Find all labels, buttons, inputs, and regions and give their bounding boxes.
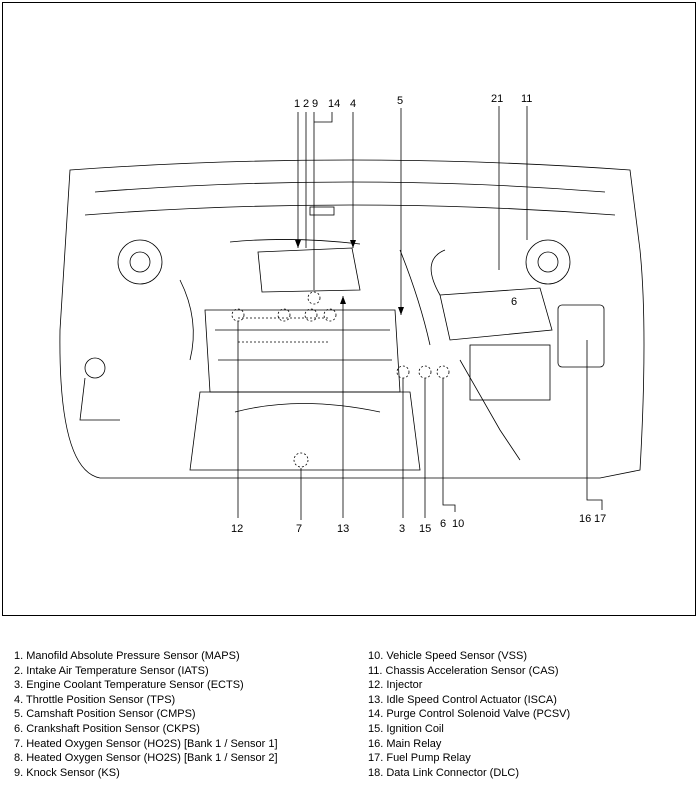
legend-item: 12. Injector: [368, 679, 423, 692]
legend-item: 15. Ignition Coil: [368, 722, 444, 735]
relay-box: [557, 304, 605, 368]
diagram-frame: [2, 2, 696, 616]
right-strut-tower: [525, 239, 571, 285]
callout-6: 6: [440, 518, 446, 530]
legend-item: 3. Engine Coolant Temperature Sensor (EC…: [14, 679, 244, 692]
reservoir: [84, 357, 106, 379]
callout-12: 12: [231, 523, 243, 535]
legend-item: 17. Fuel Pump Relay: [368, 752, 471, 765]
ckps-marker: [436, 365, 450, 379]
hood-curve: [94, 181, 606, 193]
ignition-coil-marker: [418, 365, 432, 379]
legend-item: 9. Knock Sensor (KS): [14, 766, 120, 779]
battery: [469, 344, 551, 401]
callout-7: 7: [296, 523, 302, 535]
callout-15: 15: [419, 523, 431, 535]
intake-plenum: [257, 247, 361, 293]
injector-marker-2: [277, 308, 291, 322]
engine-bay-diagram: 1 2 9 14 4 5 21 11 6 12 7 13 3 15 6 10 1…: [59, 93, 645, 535]
injector-marker-1: [231, 308, 245, 322]
legend-item: 18. Data Link Connector (DLC): [368, 766, 520, 779]
legend-item: 6. Crankshaft Position Sensor (CKPS): [14, 722, 200, 735]
callout-10: 10: [452, 518, 464, 530]
callout-4: 4: [350, 98, 356, 110]
left-strut-tower: [117, 239, 163, 285]
knock-sensor-marker: [293, 452, 309, 468]
legend-item: 1. Manofild Absolute Pressure Sensor (MA…: [14, 650, 240, 662]
legend-item: 16. Main Relay: [368, 737, 442, 750]
legend-item: 5. Camshaft Position Sensor (CMPS): [14, 708, 196, 721]
pcsv-marker: [307, 291, 321, 305]
callout-1: 1: [294, 98, 300, 110]
callout-11: 11: [521, 93, 532, 105]
legend-item: 11. Chassis Acceleration Sensor (CAS): [368, 664, 559, 677]
callout-14: 14: [328, 98, 340, 110]
callout-2: 2: [303, 98, 309, 110]
legend-item: 14. Purge Control Solenoid Valve (PCSV): [368, 708, 571, 721]
callout-9: 9: [312, 98, 318, 110]
air-cleaner: [439, 287, 553, 341]
legend-item: 4. Throttle Position Sensor (TPS): [14, 693, 176, 706]
callout-3: 3: [399, 523, 405, 535]
callout-21: 21: [491, 93, 503, 105]
legend-left: 1. Manofild Absolute Pressure Sensor (MA…: [14, 649, 278, 780]
hood-latch: [309, 206, 335, 216]
callout-13: 13: [337, 523, 349, 535]
legend-item: 10. Vehicle Speed Sensor (VSS): [368, 650, 527, 662]
legend-item: 13. Idle Speed Control Actuator (ISCA): [368, 693, 557, 706]
callout-5: 5: [397, 95, 403, 107]
legend-item: 8. Heated Oxygen Sensor (HO2S) [Bank 1 /…: [14, 752, 278, 765]
callout-6-air-cleaner: 6: [511, 296, 517, 308]
injector-marker-4: [323, 308, 337, 322]
legend-item: 2. Intake Air Temperature Sensor (IATS): [14, 664, 209, 677]
body-outline: [59, 159, 645, 479]
injector-marker-3: [304, 308, 318, 322]
cylinder-head: [204, 309, 401, 393]
engine-block: [189, 391, 421, 471]
callout-16: 16: [579, 513, 591, 525]
legend-item: 7. Heated Oxygen Sensor (HO2S) [Bank 1 /…: [14, 737, 278, 750]
callout-17: 17: [594, 513, 606, 525]
legend-right: 10. Vehicle Speed Sensor (VSS) 11. Chass…: [368, 649, 570, 780]
